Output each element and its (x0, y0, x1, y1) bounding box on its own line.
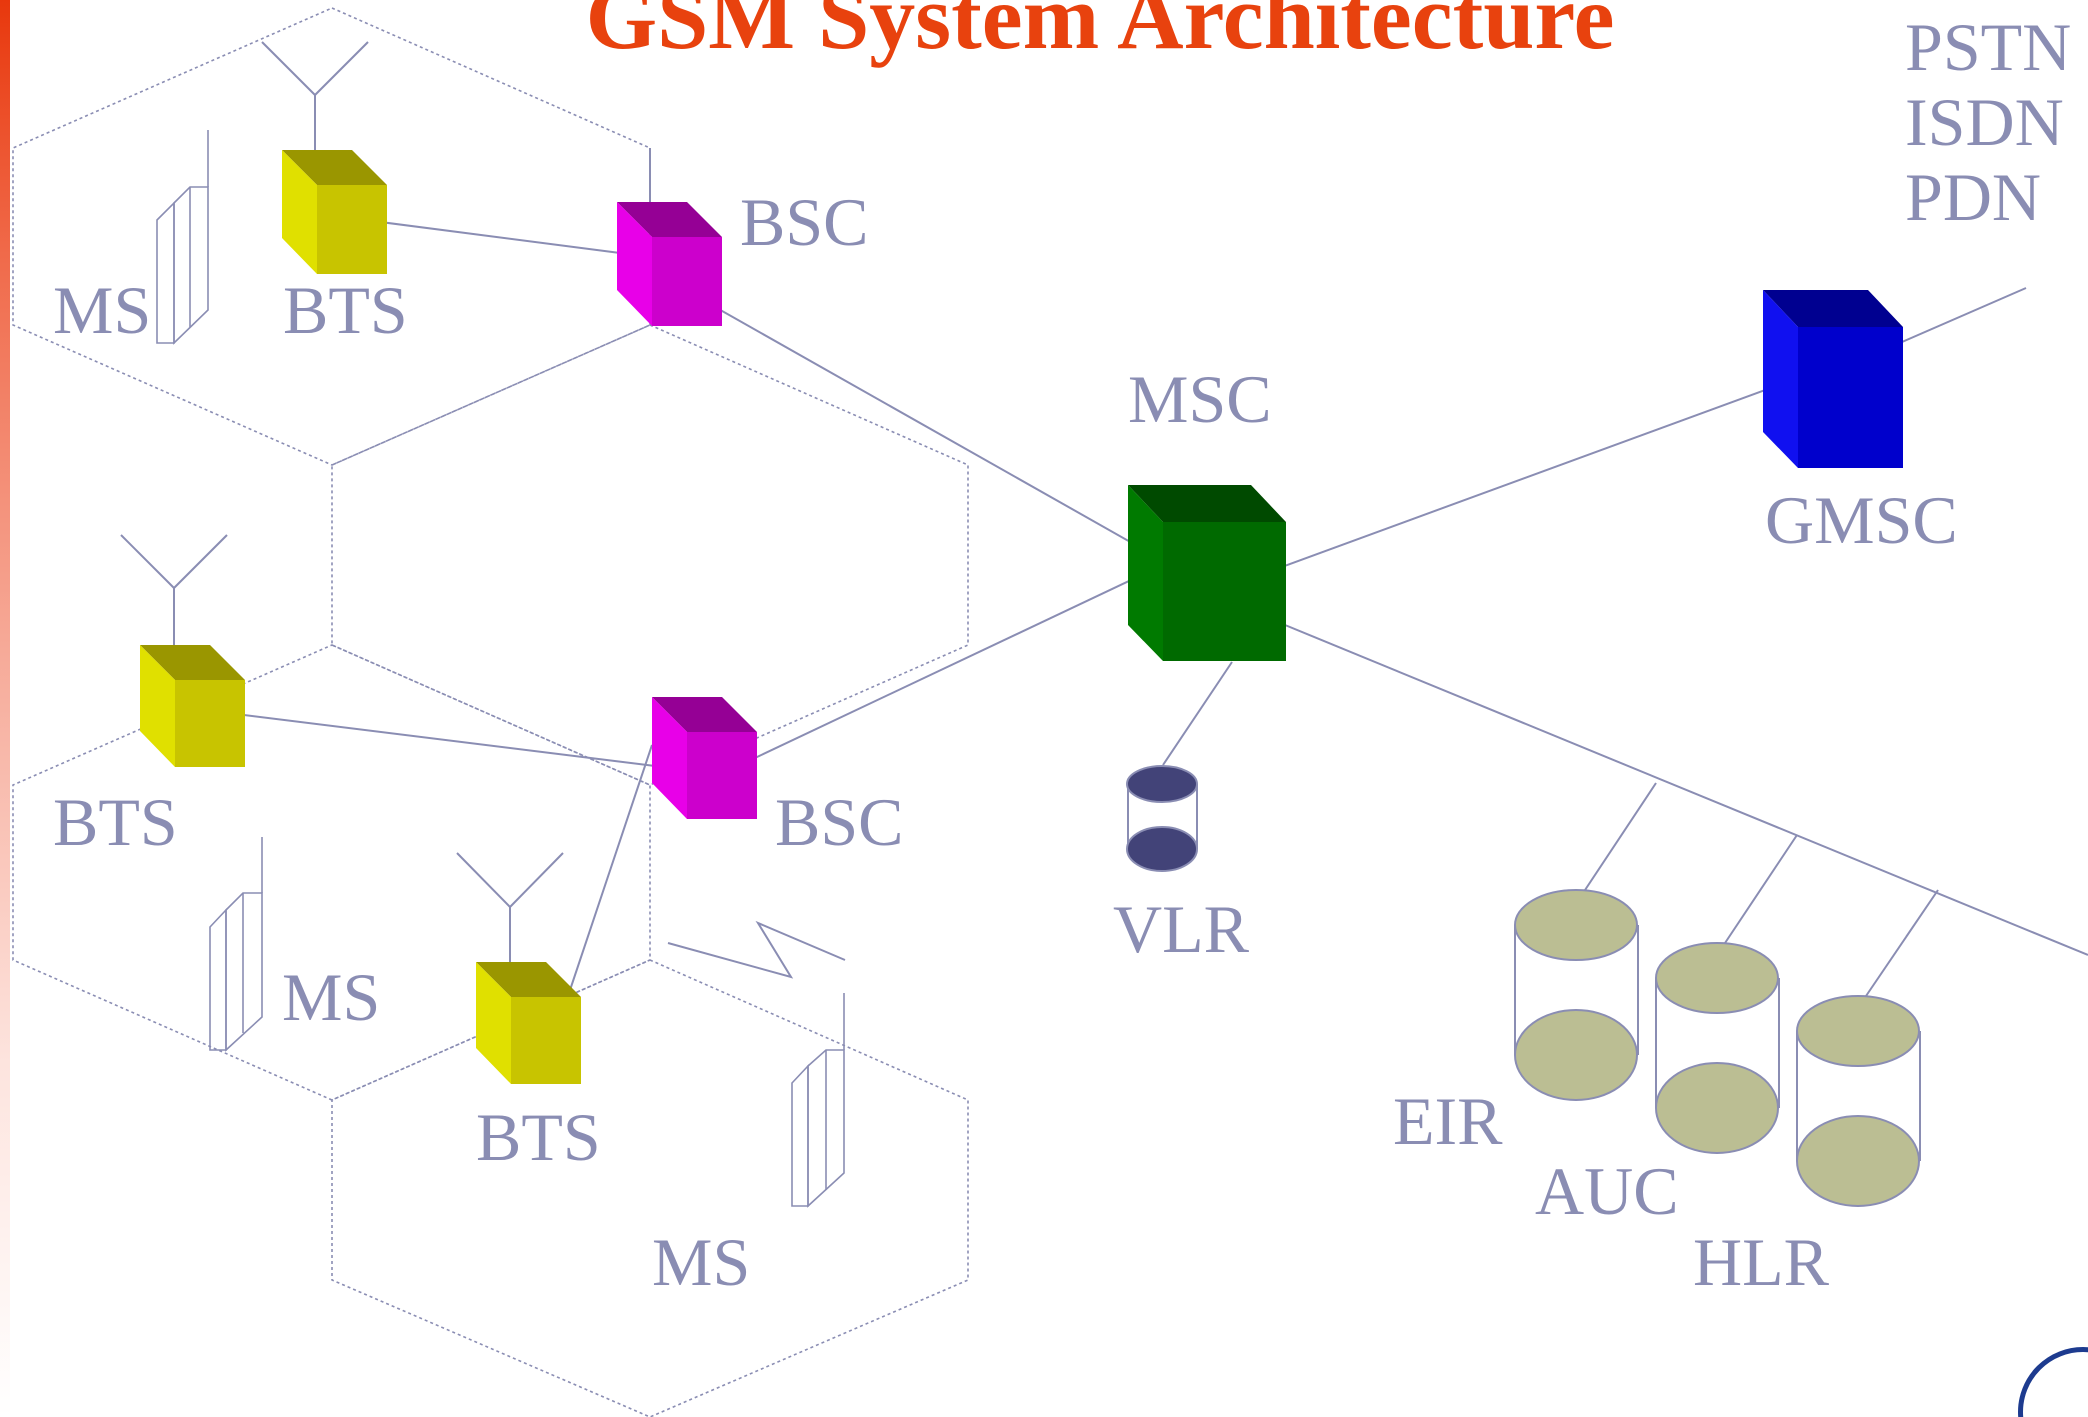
cell-hex (331, 959, 969, 1417)
link-gmsc-networks (1901, 287, 2027, 343)
links (227, 219, 2088, 1006)
bts-mid-icon (140, 645, 245, 767)
antenna-icon (261, 41, 369, 150)
ms-bottom-label: MS (652, 1224, 750, 1300)
cell-hex (12, 7, 651, 466)
radio-link-zigzag (667, 920, 846, 979)
bts-bottom-label: BTS (476, 1099, 601, 1175)
bsc-top-icon (617, 202, 722, 326)
mobile-station-icon (791, 993, 845, 1208)
link-bts-mid-bsc-mid (227, 712, 656, 767)
vlr-label: VLR (1113, 891, 1250, 967)
network-isdn-label: ISDN (1905, 84, 2064, 160)
left-accent-bar (0, 0, 10, 1417)
network-pstn-label: PSTN (1905, 9, 2071, 85)
cell-grid (12, 7, 969, 1417)
link-bus-auc (1724, 834, 1798, 944)
msc-label: MSC (1128, 361, 1272, 437)
link-bus-hlr (1865, 889, 1939, 997)
auc-database-icon (1655, 942, 1780, 1154)
gmsc-icon (1763, 290, 1903, 468)
auc-label: AUC (1535, 1153, 1679, 1229)
link-bsc-mid-msc (737, 571, 1149, 767)
vlr-database-icon (1126, 765, 1198, 872)
page-title: GSM System Architecture (586, 0, 1615, 68)
cell-hex (331, 324, 969, 786)
hlr-label: HLR (1693, 1224, 1830, 1300)
mobile-station-icon (209, 837, 263, 1052)
bsc-top-label: BSC (740, 184, 869, 260)
link-bts-bottom-bsc-mid (564, 744, 653, 1006)
link-bsc-top-msc (684, 289, 1149, 553)
bsc-mid-icon (652, 697, 757, 819)
link-bts-top-bsc-top (364, 219, 621, 254)
eir-database-icon (1514, 889, 1639, 1101)
bts-mid-label: BTS (53, 784, 178, 860)
link-msc-vlr (1162, 661, 1233, 766)
ms-mid-label: MS (282, 959, 380, 1035)
bts-top-label: BTS (283, 272, 408, 348)
link-msc-gmsc (1267, 377, 1799, 573)
link-msc-databases (1284, 624, 2088, 956)
cell-hex (12, 644, 651, 1101)
msc-icon (1128, 485, 1286, 661)
link-bus-eir (1584, 782, 1657, 891)
bts-top-icon (282, 150, 387, 274)
bsc-mid-label: BSC (775, 784, 904, 860)
corner-decoration (2018, 1327, 2088, 1417)
antenna-icon (120, 534, 228, 645)
ms-top-label: MS (53, 272, 151, 348)
eir-label: EIR (1393, 1083, 1503, 1159)
mobile-station-icon (156, 130, 209, 345)
network-pdn-label: PDN (1905, 159, 2041, 235)
gmsc-label: GMSC (1765, 482, 1958, 558)
hlr-database-icon (1796, 995, 1921, 1207)
bts-bottom-icon (476, 962, 581, 1084)
antenna-icon (456, 852, 564, 962)
